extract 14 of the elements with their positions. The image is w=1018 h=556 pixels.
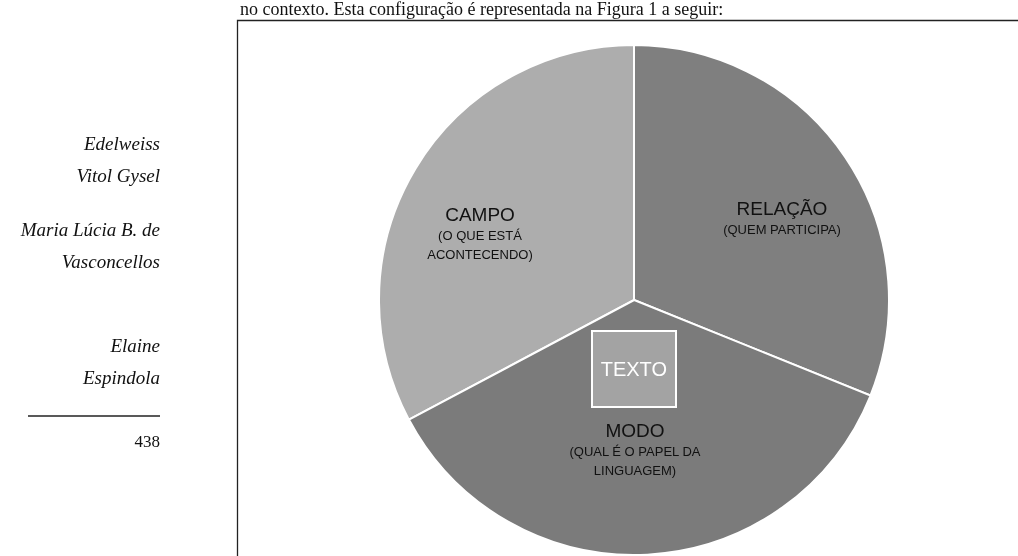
author-name: Edelweiss Vitol Gysel: [75, 132, 160, 188]
running-text: no contexto. Esta configuração é representada na Figura 1 a seguir:: [240, 0, 724, 19]
sector-description: (QUAL É O PAPEL DA LINGUAGEM): [568, 443, 702, 480]
sector-description: (QUEM PARTICIPA): [722, 221, 842, 239]
sector-title: RELAÇÃO: [735, 198, 829, 220]
center-box: [590, 330, 677, 408]
sector-title: MODO: [604, 420, 666, 442]
center-label: TEXTO: [599, 358, 668, 380]
author-name: Elaine Espindola: [81, 334, 160, 390]
page-number: 438: [133, 432, 160, 452]
sector-description: (O QUE ESTÁ ACONTECENDO): [426, 227, 534, 264]
pie-sector: [408, 300, 871, 555]
author-name: Maria Lúcia B. de Vasconcellos: [19, 218, 160, 274]
sector-title: CAMPO: [444, 204, 516, 226]
